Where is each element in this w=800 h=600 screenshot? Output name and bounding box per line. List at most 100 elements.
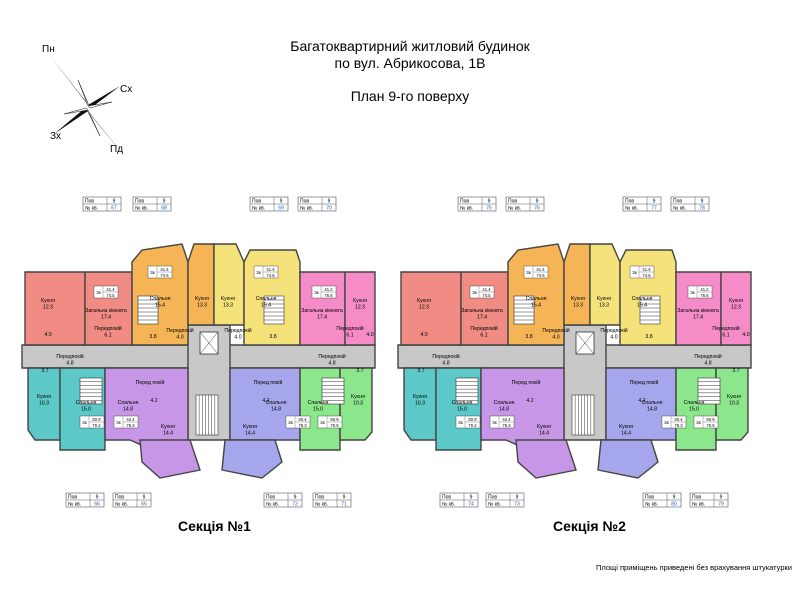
room-label-line: 4.2	[526, 398, 533, 404]
room-label: Перед покій	[630, 379, 659, 386]
area-living: 41.2	[700, 287, 709, 292]
tag-floor-value: 9	[470, 495, 473, 501]
kitchen-room	[27, 367, 61, 441]
room-label: 4.2	[526, 398, 533, 404]
area-total: 74.5	[482, 293, 491, 298]
tag-apt-number: 68	[161, 206, 167, 212]
room-count: 3к	[82, 420, 87, 425]
room-count: 3к	[288, 420, 293, 425]
room-label-line: 6.1	[346, 333, 353, 339]
tag-apt-label: № кв.	[252, 206, 265, 212]
lift-icon-cross	[575, 331, 595, 355]
room-label-line: 4.2	[150, 398, 157, 404]
room-label: 3.7	[356, 368, 363, 374]
area-living: 40.4	[674, 417, 683, 422]
room-label-line: 15.4	[637, 303, 647, 309]
room-label-line: Загальна кімната	[461, 308, 503, 314]
footnote: Площі приміщень приведені без врахування…	[596, 563, 792, 572]
room-label-line: Перед покій	[254, 379, 283, 386]
room-label-line: Передпокій	[432, 353, 459, 360]
room-label-line: Спальня	[642, 400, 663, 406]
area-living: 60.9	[468, 417, 477, 422]
room-label-line: Передпокій	[336, 325, 363, 332]
room-label-line: Спальня	[266, 400, 287, 406]
tag-floor-value: 9	[673, 495, 676, 501]
room-label-line: 14.4	[621, 431, 631, 437]
room-count: 3к	[96, 290, 101, 295]
room-label-line: 6.1	[480, 333, 487, 339]
stairs-frame	[639, 295, 661, 325]
stairs-icon	[639, 295, 661, 325]
room-label-line: Кухня	[619, 424, 633, 430]
room-label-line: 15.0	[457, 407, 467, 413]
tag-floor-label: Пов	[625, 199, 634, 205]
area-living: 41.4	[642, 267, 651, 272]
tag-apt-number: 72	[292, 502, 298, 508]
tag-floor-label: Пов	[252, 199, 261, 205]
kitchen-room	[139, 439, 201, 479]
tag-floor-value: 9	[720, 495, 723, 501]
tag-apt-number: 70	[326, 206, 332, 212]
room-label: 4.0	[366, 332, 373, 338]
tag-apt-number: 71	[341, 502, 347, 508]
room-label-line: Загальна кімната	[85, 308, 127, 314]
room-label-line: 14.8	[123, 407, 133, 413]
tag-apt-number: 77	[651, 206, 657, 212]
tag-floor-value: 9	[280, 199, 283, 205]
room-label-line: Спальня	[452, 400, 473, 406]
tag-apt-number: 79	[718, 502, 724, 508]
room-label-line: 4.0	[176, 335, 183, 341]
room-label-line: Спальня	[684, 400, 705, 406]
room-label: Перед покій	[512, 379, 541, 386]
tag-floor-label: Пов	[645, 495, 654, 501]
room-label-line: 15.4	[261, 303, 271, 309]
room-label-line: 4.0	[742, 332, 749, 338]
room-label-line: Кухня	[37, 394, 51, 400]
room-label-line: Кухня	[571, 296, 585, 302]
room-label-line: 12.3	[731, 305, 741, 311]
room-label-line: 17.4	[477, 315, 487, 321]
stairs-icon	[513, 295, 535, 325]
compass-rose-icon	[50, 56, 126, 158]
building-title: Багатоквартирний житловий будинок	[290, 38, 530, 54]
tag-floor-label: Пов	[266, 495, 275, 501]
tag-apt-number: 75	[486, 206, 492, 212]
room-count: 3к	[526, 270, 531, 275]
tag-apt-label: № кв.	[488, 502, 501, 508]
tag-apt-number: 66	[94, 502, 100, 508]
room-label-line: Передпокій	[166, 327, 193, 334]
room-label-line: 3.7	[356, 368, 363, 374]
room-label-line: 4.0	[552, 335, 559, 341]
room-label-line: 15.0	[313, 407, 323, 413]
tag-floor-value: 9	[488, 199, 491, 205]
tag-floor-value: 9	[163, 199, 166, 205]
room-label-line: Кухня	[353, 298, 367, 304]
room-label-line: 3.7	[417, 368, 424, 374]
area-living: 60.9	[330, 417, 339, 422]
tag-floor-label: Пов	[115, 495, 124, 501]
tag-floor-value: 9	[653, 199, 656, 205]
